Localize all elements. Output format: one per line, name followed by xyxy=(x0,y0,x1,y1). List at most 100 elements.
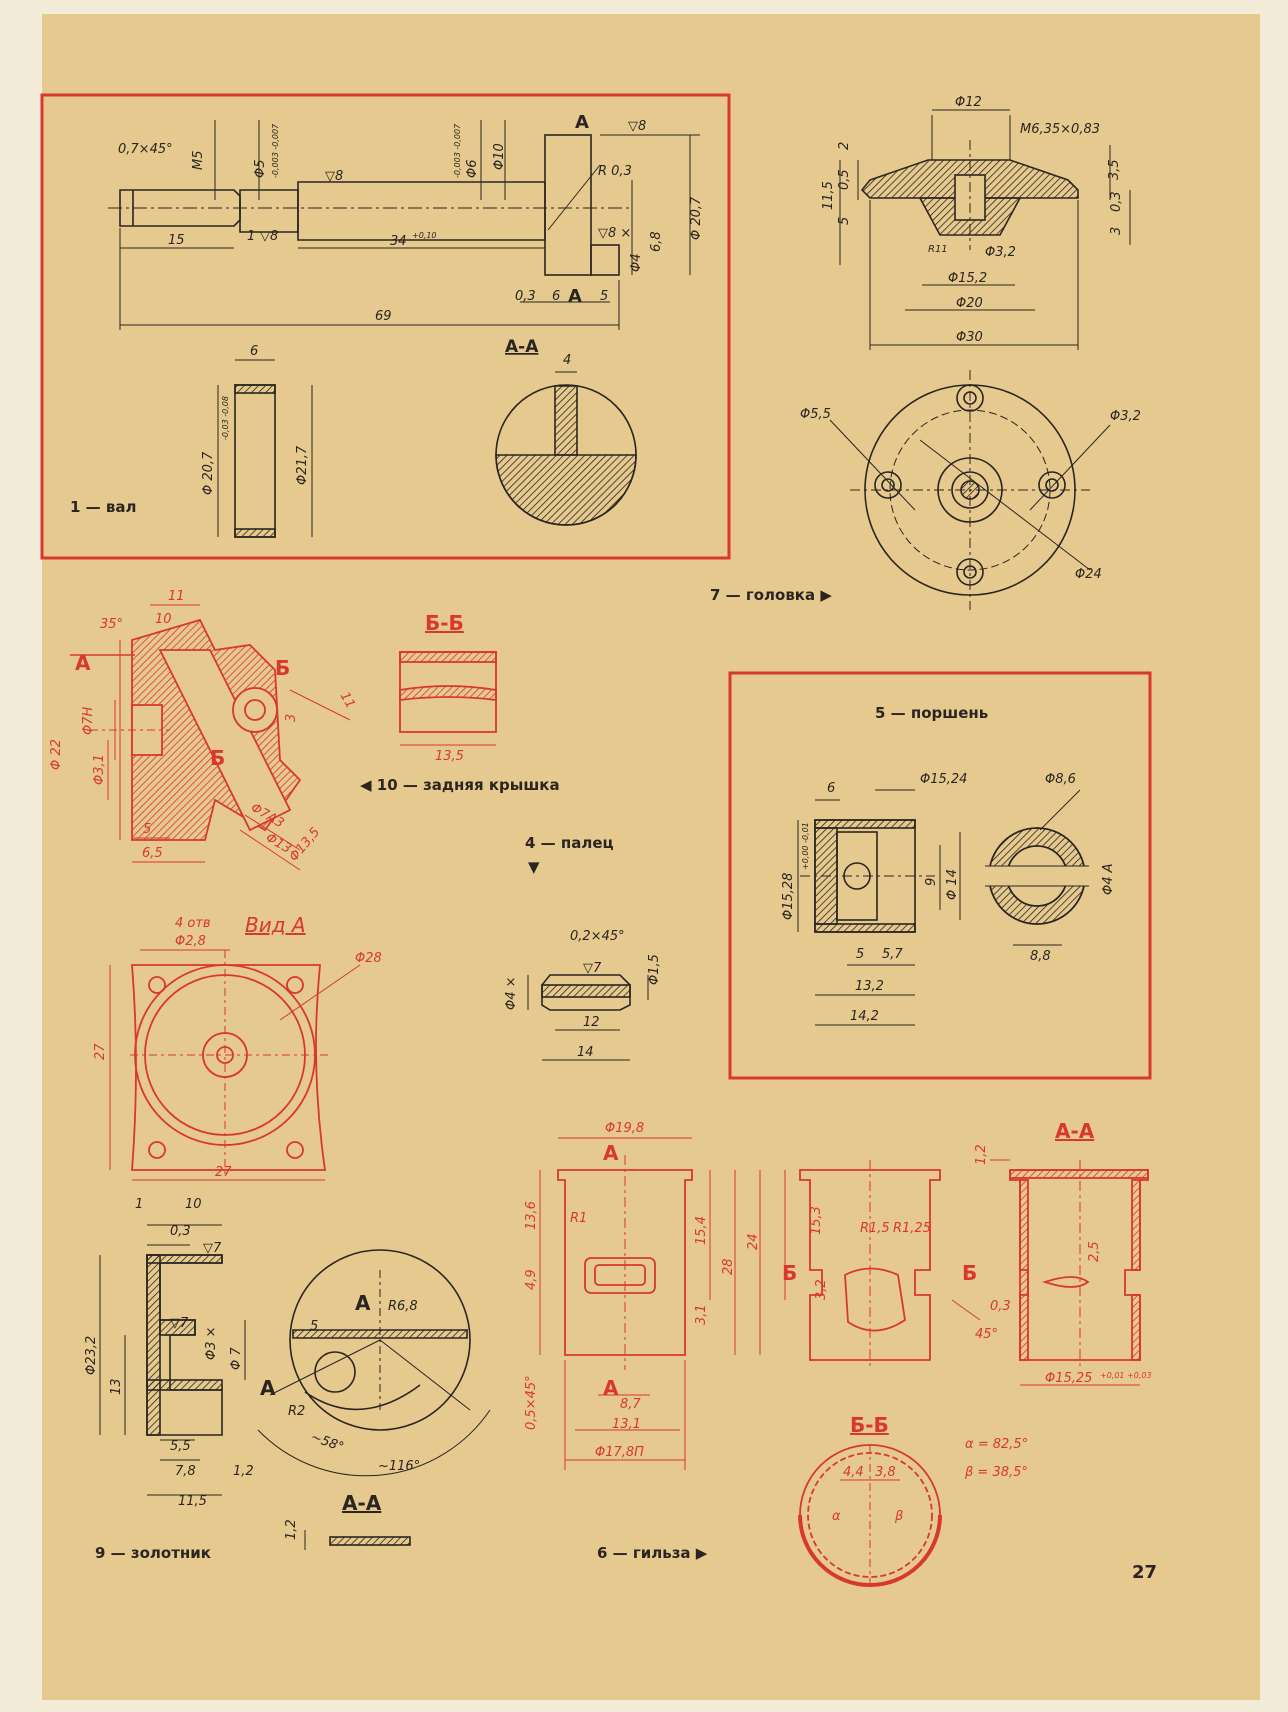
gilza-h136: 13,6 xyxy=(524,1201,539,1230)
caption-kryshka: ◀ 10 — задняя крышка xyxy=(360,776,560,794)
golovka-d32: Φ3,2 xyxy=(985,245,1016,260)
figure-golovka xyxy=(829,109,1131,610)
caption-palec: 4 — палец xyxy=(525,834,614,852)
val-ring-diameter: Φ 20,7 xyxy=(201,451,216,495)
gilza-r125: R1,25 xyxy=(893,1221,931,1236)
gilza-h49: 4,9 xyxy=(524,1269,539,1290)
gilza-d1525: Φ15,25 xyxy=(1045,1371,1092,1386)
porshen-d14: Φ 14 xyxy=(945,869,960,900)
gilza-a-bottom: A xyxy=(603,1376,619,1400)
gilza-a45: 45° xyxy=(975,1327,998,1342)
val-labels: 0,7×45° M5 Φ5 -0,003 -0,007 Φ6 -0,003 -0… xyxy=(118,112,704,495)
val-ring-diameter-tol: -0,03 -0,08 xyxy=(221,396,230,440)
zolotnik-a116: ~116° xyxy=(378,1459,420,1474)
gilza-aa-h25: 2,5 xyxy=(1087,1241,1102,1262)
palec-chamfer: 0,2×45° xyxy=(570,929,625,944)
val-len34: 34 xyxy=(390,234,407,249)
porshen-l88: 8,8 xyxy=(1030,949,1051,964)
porshen-d1528-tol: +0,00 -0,01 xyxy=(801,822,810,870)
kryshka-h3: 3 xyxy=(284,714,299,722)
kryshka-w5: 5 xyxy=(143,822,151,837)
porshen-h9: 9 xyxy=(924,878,939,886)
palec-l14: 14 xyxy=(577,1045,594,1060)
caption-porshen: 5 — поршень xyxy=(875,704,988,722)
gilza-aa-h03: 0,3 xyxy=(990,1299,1011,1314)
val-frame xyxy=(40,93,731,560)
golovka-d152: Φ15,2 xyxy=(948,271,987,286)
val-section-mark-top: A xyxy=(575,112,589,133)
val-len5: 5 xyxy=(600,289,608,304)
palec-rough: ▽7 xyxy=(583,961,602,976)
figure-zolotnik xyxy=(99,1224,491,1550)
golovka-thread: M6,35×0,83 xyxy=(1020,122,1100,137)
kryshka-a35: 35° xyxy=(100,617,123,632)
val-d4: Φ4 xyxy=(629,253,644,272)
gilza-bb-38: 3,8 xyxy=(875,1465,896,1480)
golovka-h05: 0,5 xyxy=(837,169,852,190)
kryshka-d28: Φ2,8 xyxy=(175,934,206,949)
kryshka-w65: 6,5 xyxy=(142,846,163,861)
zolotnik-d7: Φ 7 xyxy=(229,1347,244,1370)
gilza-chamf: 0,5×45° xyxy=(524,1375,539,1430)
val-shaft-step xyxy=(239,189,299,233)
porshen-l5: 5 xyxy=(856,947,864,962)
gilza-alpha-value: α = 82,5° xyxy=(965,1437,1028,1452)
val-ring-diameter-2: Φ21,7 xyxy=(295,445,310,485)
gilza-aa-section xyxy=(1009,1169,1149,1361)
caption-golovka: 7 — головка ▶ xyxy=(710,586,832,604)
zolotnik-d3x: Φ3 × xyxy=(204,1326,219,1360)
caption-palec-arrow: ▼ xyxy=(528,858,540,876)
porshen-labels: 6 Φ15,24 Φ8,6 Φ15,28 +0,00 -0,01 9 Φ 14 … xyxy=(781,772,1116,1024)
zolotnik-w1: 1 xyxy=(135,1197,143,1212)
val-d5-tol: -0,003 -0,007 xyxy=(271,123,280,178)
zolotnik-w5: 5 xyxy=(310,1319,318,1334)
golovka-r11: R11 xyxy=(928,244,948,255)
golovka-hole-right xyxy=(1038,471,1066,499)
val-d6-tol: -0,003 -0,007 xyxy=(453,123,462,178)
gilza-w131: 13,1 xyxy=(612,1417,641,1432)
porshen-w6: 6 xyxy=(827,781,835,796)
kryshka-view-a-outline xyxy=(131,964,327,1171)
gilza-side xyxy=(799,1169,941,1361)
golovka-h3: 3 xyxy=(1109,227,1124,235)
zolotnik-plan-disc xyxy=(289,1249,471,1431)
gilza-b-right: Б xyxy=(962,1261,977,1285)
porshen-frame xyxy=(728,671,1152,1080)
palec-d4x: Φ4 × xyxy=(504,976,519,1010)
gilza-port xyxy=(584,1257,656,1294)
zolotnik-port xyxy=(314,1351,356,1393)
zolotnik-labels: 1 10 0,3 ▽7 ▽7 Φ23,2 13 Φ3 × Φ 7 5,5 7,8… xyxy=(84,1197,420,1540)
figure-porshen xyxy=(728,671,1152,1080)
val-section-title: A-A xyxy=(505,337,539,357)
gilza-h154: 15,4 xyxy=(694,1216,709,1245)
zolotnik-rough7b: ▽7 xyxy=(170,1316,189,1331)
zolotnik-l115: 11,5 xyxy=(178,1494,207,1509)
kryshka-h27: 27 xyxy=(93,1043,108,1060)
gilza-bb-title: Б-Б xyxy=(850,1413,889,1437)
porshen-d4a: Φ4 А xyxy=(1101,863,1116,895)
val-len1: 1 xyxy=(247,229,255,244)
porshen-d1524: Φ15,24 xyxy=(920,772,967,787)
kryshka-b2: Б xyxy=(210,746,225,770)
porshen-l132: 13,2 xyxy=(855,979,884,994)
golovka-d12: Φ12 xyxy=(955,95,982,110)
val-rough-top: ▽8 xyxy=(628,119,646,134)
gilza-b-left: Б xyxy=(782,1261,797,1285)
golovka-h115: 11,5 xyxy=(821,181,836,210)
kryshka-big-d28: Φ28 xyxy=(355,951,382,966)
gilza-h31: 3,1 xyxy=(694,1304,709,1325)
gilza-bb-beta: β xyxy=(894,1509,903,1524)
kryshka-h11: 11 xyxy=(337,690,358,712)
val-ring-width: 6 xyxy=(250,344,258,359)
kryshka-bb-width: 13,5 xyxy=(435,749,464,764)
val-rough-x: ▽8 × xyxy=(598,226,631,241)
golovka-h5: 5 xyxy=(837,217,852,225)
palec-l12: 12 xyxy=(583,1015,600,1030)
porshen-l142: 14,2 xyxy=(850,1009,879,1024)
kryshka-w10: 10 xyxy=(155,612,172,627)
val-d5: Φ5 xyxy=(253,159,268,178)
val-r03: R 0,3 xyxy=(598,164,632,179)
gilza-bb-44: 4,4 xyxy=(843,1465,864,1480)
figure-gilza xyxy=(539,1137,1149,1587)
kryshka-a: A xyxy=(75,651,91,675)
